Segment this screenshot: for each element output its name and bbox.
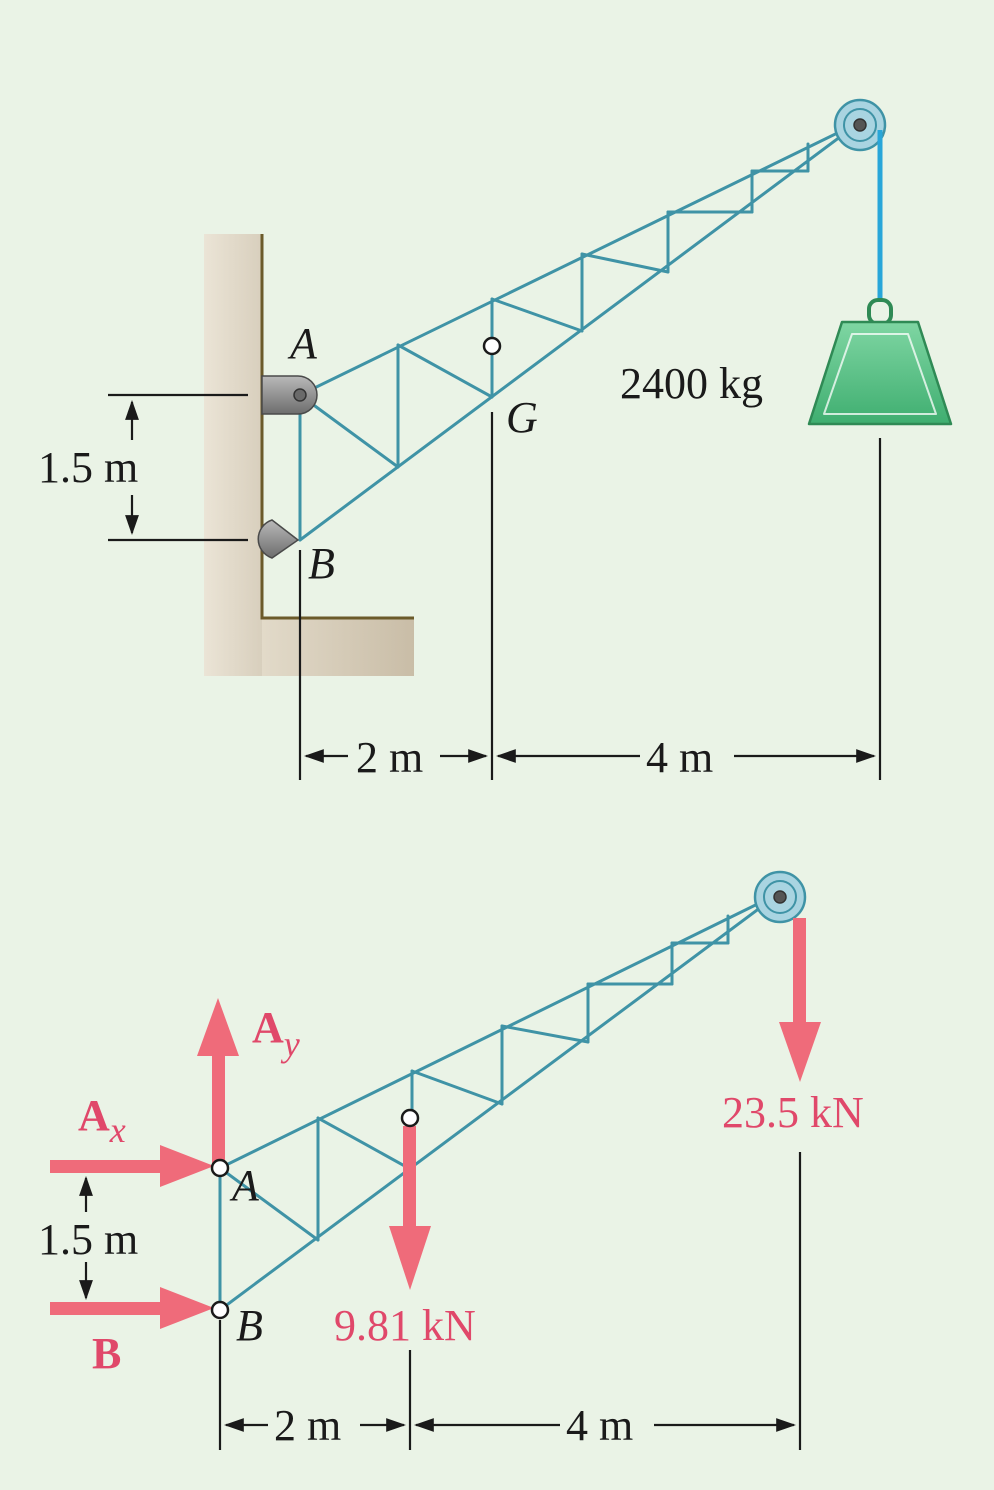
pulley-icon [753,870,807,924]
dim-vertical-label: 1.5 m [38,1215,138,1264]
pulley-icon [833,98,887,152]
point-B-label: B [236,1301,263,1350]
pin-A [293,388,307,402]
top-figure: A B G 2400 kg 1.5 m 2 m 4 m [38,98,953,782]
load-force-label: 23.5 kN [722,1088,864,1137]
force-Ax-label: Ax [78,1091,126,1150]
weight-force-label: 9.81 kN [334,1301,476,1350]
force-Ay-label: Ay [252,1003,300,1064]
force-Ax-arrow [50,1145,214,1187]
rocker-support-B [257,519,300,559]
pin-support-A [261,375,318,415]
dim-right-label: 4 m [646,733,713,782]
force-Ay-arrow [197,998,239,1164]
point-B-label: B [308,539,335,588]
bottom-truss [218,891,782,1312]
free-body-diagram: A B Ay Ax B 9.81 kN 23.5 kN 1.5 m 2 m 4 … [38,870,864,1450]
top-dimension-lines [108,393,882,780]
top-truss [298,120,862,542]
dim-right-label: 4 m [566,1401,633,1450]
dim-left-label: 2 m [274,1401,341,1450]
mass-label: 2400 kg [620,359,763,408]
force-B-arrow [50,1287,214,1329]
point-A-label: A [229,1161,260,1210]
dim-left-label: 2 m [356,733,423,782]
force-B-label: B [92,1329,121,1378]
center-of-gravity-marker [482,336,502,356]
weight-icon [807,298,953,426]
wall [204,234,414,676]
point-G-label: G [506,393,538,442]
joint-B-marker [210,1300,230,1320]
dim-vertical-label: 1.5 m [38,443,138,492]
joint-A-marker [210,1158,230,1178]
load-force-arrow [779,918,821,1082]
center-of-gravity-marker [400,1108,420,1128]
bottom-dimension-lines [79,1152,802,1450]
weight-force-arrow [389,1126,431,1290]
point-A-label: A [287,319,318,368]
